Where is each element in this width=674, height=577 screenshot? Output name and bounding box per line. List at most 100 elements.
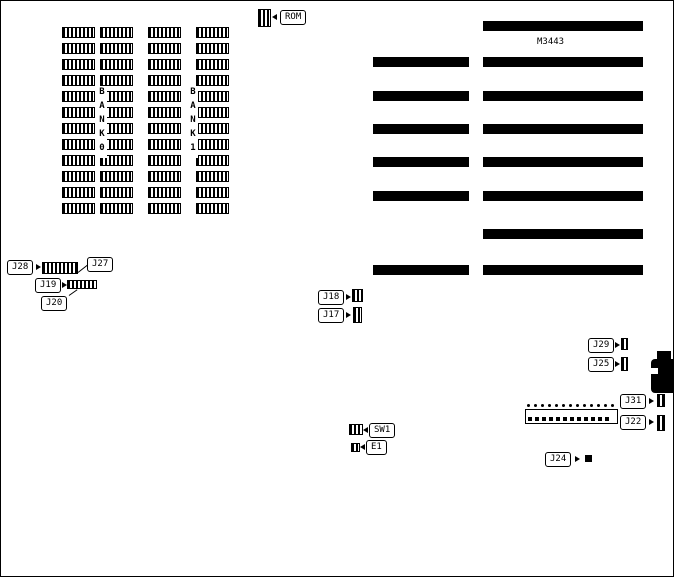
pin-dot bbox=[583, 404, 586, 407]
memory-column-1 bbox=[62, 27, 95, 214]
rom-label: ROM bbox=[280, 10, 307, 25]
memory-chip bbox=[196, 43, 229, 54]
memory-chip bbox=[148, 27, 181, 38]
connector-label-j29: J29 bbox=[588, 338, 615, 353]
pin-dot bbox=[576, 404, 579, 407]
memory-chip bbox=[196, 203, 229, 214]
pin-body bbox=[525, 409, 618, 424]
memory-chip bbox=[148, 59, 181, 70]
memory-chip bbox=[62, 59, 95, 70]
arrow-icon bbox=[575, 456, 580, 462]
memory-chip bbox=[148, 43, 181, 54]
pin-pad bbox=[570, 417, 574, 421]
memory-chip bbox=[148, 139, 181, 150]
pin-dot bbox=[562, 404, 565, 407]
connector-j31 bbox=[657, 394, 665, 407]
expansion-slot bbox=[483, 157, 643, 167]
memory-chip bbox=[148, 171, 181, 182]
arrow-icon bbox=[36, 264, 41, 270]
connector-j22 bbox=[657, 415, 665, 431]
arrow-icon bbox=[649, 419, 654, 425]
expansion-slot bbox=[373, 91, 469, 101]
pin-dot bbox=[590, 404, 593, 407]
pin-dots bbox=[525, 404, 618, 407]
pin-pad bbox=[542, 417, 546, 421]
memory-chip bbox=[62, 75, 95, 86]
memory-chip bbox=[62, 123, 95, 134]
pin-dot bbox=[534, 404, 537, 407]
connector-j28 bbox=[42, 262, 78, 274]
memory-chip bbox=[196, 107, 229, 118]
connector-label-j18: J18 bbox=[318, 290, 345, 305]
memory-chip bbox=[196, 123, 229, 134]
pin-dot bbox=[541, 404, 544, 407]
memory-chip bbox=[62, 43, 95, 54]
memory-chip bbox=[62, 27, 95, 38]
memory-chip bbox=[148, 155, 181, 166]
connector-label-j20: J20 bbox=[41, 296, 68, 311]
pin-dot bbox=[527, 404, 530, 407]
memory-chip bbox=[148, 91, 181, 102]
arrow-icon bbox=[346, 312, 351, 318]
memory-column-4 bbox=[196, 27, 229, 214]
expansion-slot bbox=[483, 191, 643, 201]
connector-j19 bbox=[67, 280, 97, 289]
pin-dot bbox=[569, 404, 572, 407]
pin-dot bbox=[597, 404, 600, 407]
connector-label-j31: J31 bbox=[620, 394, 647, 409]
arrow-icon bbox=[62, 282, 67, 288]
expansion-slot bbox=[373, 265, 469, 275]
arrow-icon bbox=[360, 444, 365, 450]
expansion-slot bbox=[483, 57, 643, 67]
din-notch bbox=[651, 368, 658, 374]
memory-chip bbox=[100, 75, 133, 86]
expansion-slot bbox=[483, 91, 643, 101]
expansion-slot bbox=[373, 191, 469, 201]
pin-pad bbox=[556, 417, 560, 421]
connector-label-j17: J17 bbox=[318, 308, 345, 323]
memory-chip bbox=[100, 171, 133, 182]
memory-chip bbox=[62, 107, 95, 118]
memory-chip bbox=[148, 107, 181, 118]
bank1-label: BANK1 bbox=[188, 86, 198, 158]
connector-label-j24: J24 bbox=[545, 452, 572, 467]
memory-column-2 bbox=[100, 27, 133, 214]
connector-label-j19: J19 bbox=[35, 278, 62, 293]
arrow-icon bbox=[649, 398, 654, 404]
memory-chip bbox=[196, 171, 229, 182]
pin-dot bbox=[611, 404, 614, 407]
memory-chip bbox=[196, 91, 229, 102]
memory-chip bbox=[196, 139, 229, 150]
memory-chip bbox=[62, 187, 95, 198]
connector-label-j28: J28 bbox=[7, 260, 34, 275]
pin-dot bbox=[604, 404, 607, 407]
connector-j17 bbox=[353, 307, 362, 323]
arrow-icon bbox=[363, 427, 368, 433]
arrow-icon bbox=[346, 294, 351, 300]
memory-chip bbox=[62, 203, 95, 214]
memory-chip bbox=[62, 171, 95, 182]
pin-header-connector bbox=[525, 404, 618, 424]
expansion-slot bbox=[483, 21, 643, 31]
bank0-label: BANK0 bbox=[97, 86, 107, 158]
memory-chip bbox=[100, 27, 133, 38]
pin-dot bbox=[548, 404, 551, 407]
memory-chip bbox=[148, 203, 181, 214]
memory-chip bbox=[100, 155, 133, 166]
memory-chip bbox=[196, 27, 229, 38]
connector-j24 bbox=[585, 455, 592, 462]
pin-pad bbox=[528, 417, 532, 421]
memory-chip bbox=[62, 155, 95, 166]
expansion-slot bbox=[483, 229, 643, 239]
pin-pad bbox=[549, 417, 553, 421]
memory-chip bbox=[196, 75, 229, 86]
connector-label-j27: J27 bbox=[87, 257, 114, 272]
board-model-label: M3443 bbox=[537, 37, 565, 47]
memory-chip bbox=[196, 155, 229, 166]
pin-pad bbox=[598, 417, 602, 421]
memory-column-3 bbox=[148, 27, 181, 214]
memory-chip bbox=[196, 187, 229, 198]
memory-chip bbox=[148, 187, 181, 198]
pin-pad bbox=[535, 417, 539, 421]
